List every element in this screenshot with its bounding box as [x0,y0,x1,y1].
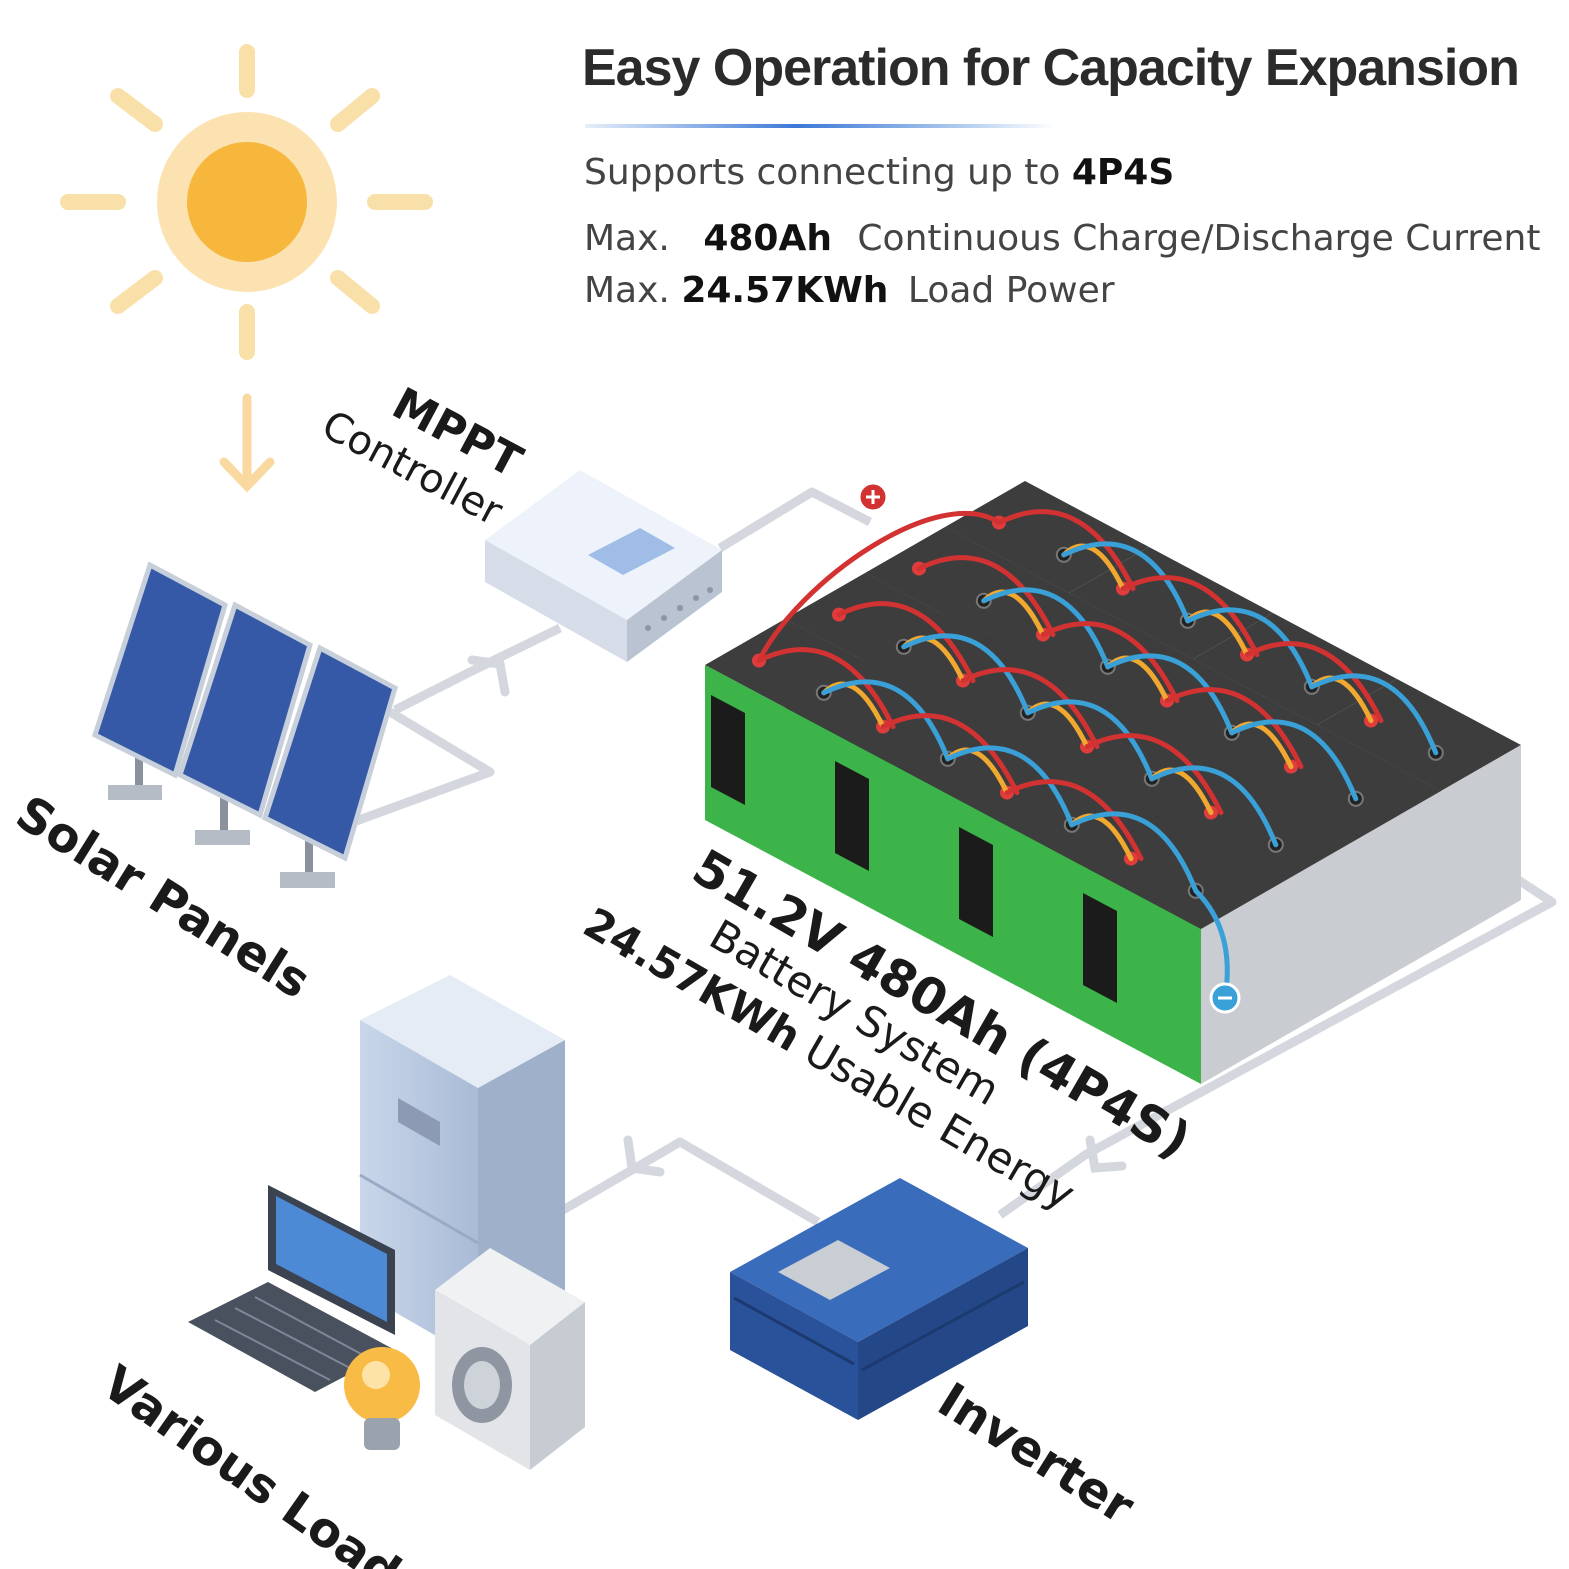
spec-3-text: Load Power [907,270,1115,311]
spec-1-text: Supports connecting up to [584,152,1061,193]
flow-wires [308,487,1557,1239]
spec-1-value: 4P4S [1071,152,1175,193]
inverter-icon [730,1178,1028,1420]
spec-2-value: 480Ah [703,218,832,259]
battery-module-icon [829,685,1033,952]
down-arrow-icon [219,393,275,493]
sun-icon [60,44,433,360]
battery-module-icon [705,619,909,886]
laptop-icon [188,1185,395,1392]
spec-2-text: Continuous Charge/Discharge Current [857,218,1541,259]
negative-terminal-icon [1194,889,1241,1014]
battery-bank [705,481,1521,1084]
spec-3-value: 24.57KWh [681,270,889,311]
spec-3-prefix: Max. [584,270,670,311]
positive-terminal-icon [857,481,889,513]
light-bulb-icon [344,1347,420,1450]
battery-module-icon [953,751,1157,1018]
spec-line-3: Max. 24.57KWh Load Power [584,270,1115,311]
spec-line-2: Max. 480Ah Continuous Charge/Discharge C… [584,218,1540,259]
battery-cables [756,509,1439,894]
mppt-controller-icon [485,470,722,662]
title-underline [585,124,1055,128]
flow-arrow-icons [467,655,1127,1177]
washing-machine-icon [435,1248,585,1470]
spec-2-prefix: Max. [584,218,670,259]
spec-line-1: Supports connecting up to 4P4S [584,152,1174,193]
solar-panel-icon [91,561,398,888]
page-title: Easy Operation for Capacity Expansion [582,39,1520,97]
